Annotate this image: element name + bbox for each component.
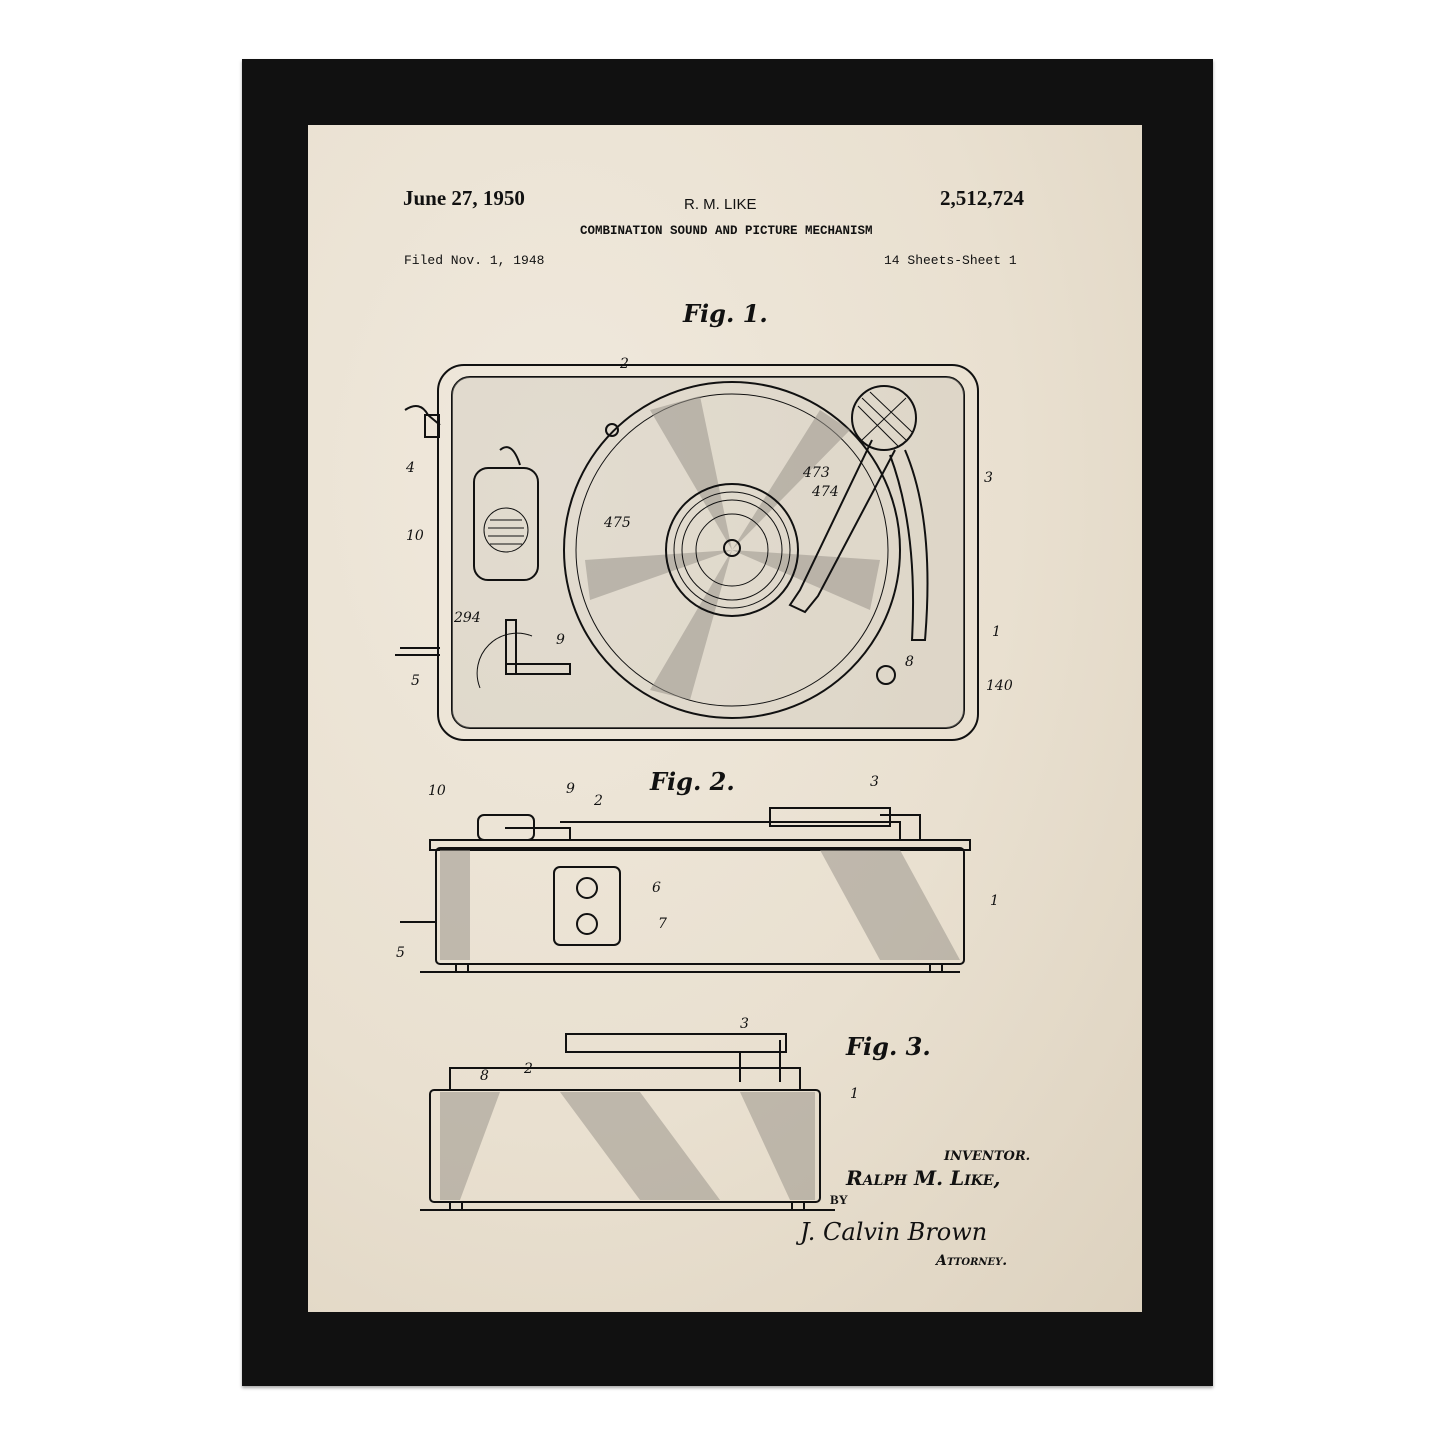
filed-date: Filed Nov. 1, 1948 <box>404 253 545 268</box>
svg-text:6: 6 <box>652 880 661 896</box>
tonearm <box>788 439 896 614</box>
patent-inventor-short: R. M. LIKE <box>684 196 757 213</box>
fig3-title: Fig. 3. <box>845 1032 931 1061</box>
svg-text:10: 10 <box>428 783 446 799</box>
svg-text:4: 4 <box>405 460 415 476</box>
fig1-title: Fig. 1. <box>682 299 768 328</box>
svg-text:7: 7 <box>658 916 667 932</box>
figure-1: Fig. 1. 2 4 10 294 9 5 473 <box>395 299 1013 741</box>
svg-text:473: 473 <box>802 465 830 481</box>
svg-text:2: 2 <box>523 1061 533 1077</box>
svg-text:2: 2 <box>593 793 603 809</box>
attorney-label: Attorney. <box>934 1253 1007 1269</box>
svg-text:3: 3 <box>870 774 879 790</box>
by-label: BY <box>830 1192 849 1207</box>
inventor-label: INVENTOR. <box>943 1149 1030 1164</box>
svg-text:8: 8 <box>905 654 914 670</box>
record <box>665 483 799 617</box>
fig2-title: Fig. 2. <box>649 767 735 796</box>
svg-text:475: 475 <box>603 515 631 531</box>
inventor-name: Ralph M. Like, <box>845 1166 1001 1190</box>
patent-date: June 27, 1950 <box>403 186 525 210</box>
svg-text:2: 2 <box>619 356 629 372</box>
platter <box>563 381 901 719</box>
svg-text:1: 1 <box>850 1086 859 1102</box>
svg-text:8: 8 <box>480 1068 489 1084</box>
fig2-reference-labels: 10 9 2 3 6 7 1 5 <box>396 774 999 961</box>
svg-text:10: 10 <box>406 528 424 544</box>
svg-text:9: 9 <box>556 632 565 648</box>
svg-text:9: 9 <box>566 781 575 797</box>
svg-text:474: 474 <box>811 484 839 500</box>
speaker-box <box>473 467 539 581</box>
patent-title: COMBINATION SOUND AND PICTURE MECHANISM <box>580 224 873 238</box>
figure-2: Fig. 2. 10 9 2 3 6 7 1 5 <box>396 767 999 973</box>
svg-text:5: 5 <box>411 673 420 689</box>
sheet-count: 14 Sheets-Sheet 1 <box>884 253 1017 268</box>
fig1-reference-labels: 2 4 10 294 9 5 473 474 475 3 1 8 140 <box>405 356 1013 694</box>
signature-block: INVENTOR. Ralph M. Like, BY J. Calvin Br… <box>795 1149 1030 1269</box>
patent-number: 2,512,724 <box>940 186 1024 210</box>
fig3-reference-labels: 8 2 3 1 <box>480 1016 859 1102</box>
turntable-case-outer <box>437 364 979 741</box>
case-side-view <box>435 847 965 965</box>
svg-text:3: 3 <box>984 470 993 486</box>
svg-text:3: 3 <box>740 1016 749 1032</box>
figure-3: Fig. 3. 8 2 3 1 <box>420 1016 931 1211</box>
tonearm-base <box>851 385 917 451</box>
svg-text:1: 1 <box>990 893 999 909</box>
svg-text:1: 1 <box>992 624 1001 640</box>
svg-text:5: 5 <box>396 945 405 961</box>
turntable-case-inner <box>451 376 965 729</box>
attorney-signature: J. Calvin Brown <box>795 1218 987 1246</box>
svg-text:140: 140 <box>986 678 1013 694</box>
svg-text:294: 294 <box>453 610 481 626</box>
